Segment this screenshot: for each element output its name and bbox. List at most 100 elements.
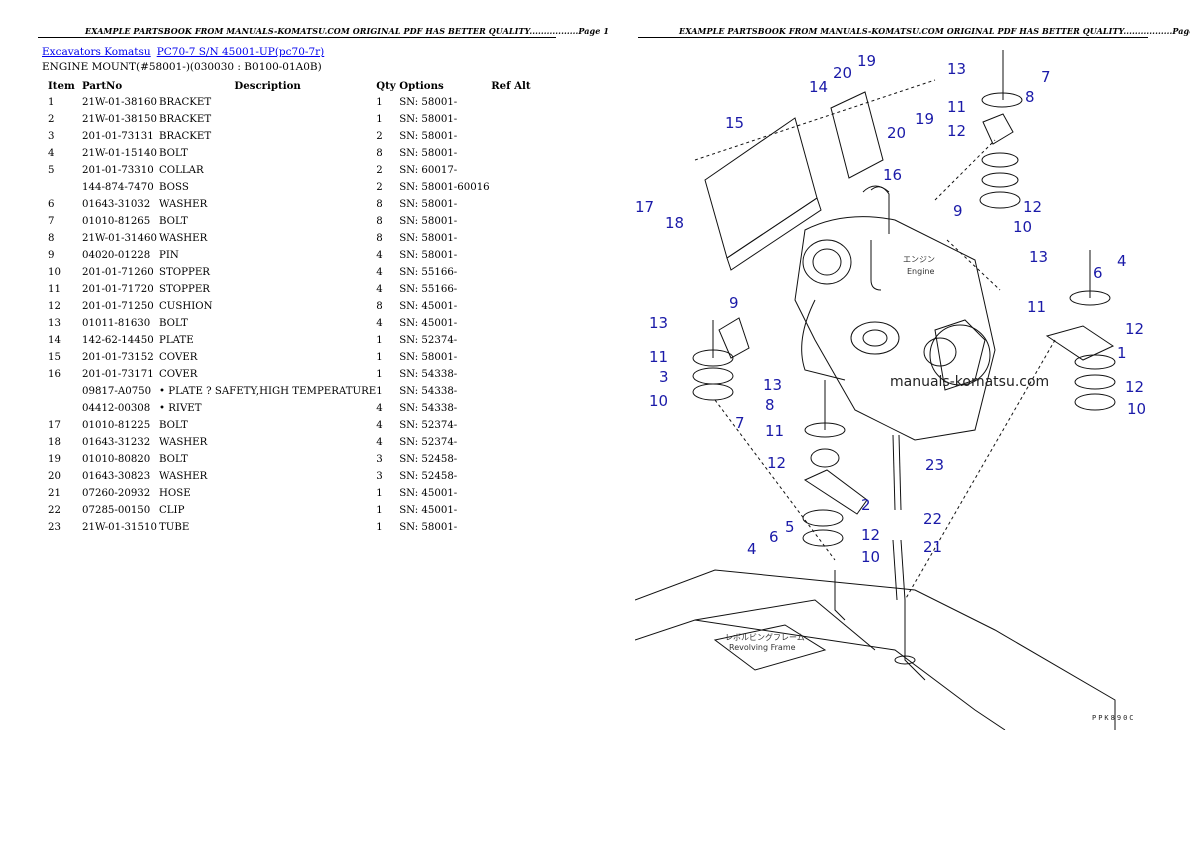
callout-12: 12 (1125, 378, 1144, 396)
engine-label: Engine (907, 267, 934, 276)
cell-description: BOLT (159, 318, 188, 329)
section-title: ENGINE MOUNT(#58001-)(030030 : B0100-01A… (42, 61, 322, 73)
cell-refalt (491, 145, 551, 162)
callout-17: 17 (635, 198, 654, 216)
callout-16: 16 (883, 166, 902, 184)
table-row: 09817-A0750• PLATE ? SAFETY,HIGH TEMPERA… (44, 383, 551, 400)
cell-partno: 201-01-71720 (82, 284, 154, 295)
cell-refalt (491, 281, 551, 298)
cell-description: TUBE (159, 522, 190, 533)
cell-refalt (491, 485, 551, 502)
cell-item: 9 (48, 250, 55, 261)
cell-partno: 01643-31032 (82, 199, 151, 210)
page-header: EXAMPLE PARTSBOOK FROM MANUALS-KOMATSU.C… (85, 26, 609, 36)
cell-qty: 2 (376, 165, 383, 176)
callout-22: 22 (923, 510, 942, 528)
diagram-linework (635, 50, 1116, 730)
cell-qty: 1 (376, 522, 383, 533)
callout-9: 9 (729, 294, 739, 312)
col-qty-header: Qty (376, 79, 396, 92)
callout-12: 12 (1125, 320, 1144, 338)
cell-partno: 201-01-73171 (82, 369, 154, 380)
cell-options: SN: 45001- (399, 488, 458, 499)
cell-description: BRACKET (159, 114, 212, 125)
callout-18: 18 (665, 214, 684, 232)
cell-options: SN: 58001- (399, 250, 458, 261)
cell-options: SN: 58001-60016 (399, 182, 490, 193)
cell-qty: 8 (376, 216, 383, 227)
cell-item: 1 (48, 97, 55, 108)
cell-description: • PLATE ? SAFETY,HIGH TEMPERATURE (159, 386, 377, 397)
cell-refalt (491, 400, 551, 417)
cell-qty: 1 (376, 335, 383, 346)
cell-refalt (491, 179, 551, 196)
page-header: EXAMPLE PARTSBOOK FROM MANUALS-KOMATSU.C… (679, 26, 1190, 36)
cell-options: SN: 58001- (399, 352, 458, 363)
cell-refalt (491, 128, 551, 145)
callout-12: 12 (947, 122, 966, 140)
cell-refalt (491, 417, 551, 434)
cell-refalt (491, 502, 551, 519)
cell-options: SN: 58001- (399, 216, 458, 227)
callout-layer: 1234456677889910101010111111111212121212… (635, 52, 1146, 566)
cell-qty: 1 (376, 352, 383, 363)
callout-19: 19 (857, 52, 876, 70)
cell-refalt (491, 315, 551, 332)
cell-qty: 1 (376, 505, 383, 516)
cell-qty: 4 (376, 403, 383, 414)
cell-qty: 4 (376, 250, 383, 261)
cell-qty: 1 (376, 369, 383, 380)
cell-item: 10 (48, 267, 61, 278)
frame-label-jp: レボルビングフレーム (725, 632, 805, 642)
cell-partno: 21W-01-31460 (82, 233, 157, 244)
cell-partno: 01010-81265 (82, 216, 151, 227)
callout-6: 6 (1093, 264, 1103, 282)
cell-partno: 21W-01-38150 (82, 114, 157, 125)
cell-partno: 21W-01-38160 (82, 97, 157, 108)
cell-item: 2 (48, 114, 55, 125)
cell-qty: 3 (376, 471, 383, 482)
diagram-page: EXAMPLE PARTSBOOK FROM MANUALS-KOMATSU.C… (595, 0, 1190, 842)
breadcrumb-link-model[interactable]: PC70-7 S/N 45001-UP(pc70-7r) (156, 46, 325, 58)
cell-item (44, 383, 82, 400)
cell-refalt (491, 366, 551, 383)
cell-options: SN: 60017- (399, 165, 458, 176)
cell-options: SN: 52374- (399, 437, 458, 448)
cell-item: 16 (48, 369, 61, 380)
callout-11: 11 (649, 348, 668, 366)
cell-description: BOLT (159, 420, 188, 431)
cell-refalt (491, 111, 551, 128)
cell-partno: 07260-20932 (82, 488, 151, 499)
cell-item: 6 (48, 199, 55, 210)
callout-20: 20 (833, 64, 852, 82)
breadcrumb: Excavators Komatsu PC70-7 S/N 45001-UP(pc… (42, 46, 324, 58)
cell-qty: 4 (376, 420, 383, 431)
breadcrumb-link-excavators[interactable]: Excavators Komatsu (42, 46, 151, 58)
cell-refalt (491, 349, 551, 366)
callout-10: 10 (861, 548, 880, 566)
cell-item: 13 (48, 318, 61, 329)
callout-6: 6 (769, 528, 779, 546)
cell-description: COLLAR (159, 165, 204, 176)
callout-13: 13 (763, 376, 782, 394)
cell-item (44, 400, 82, 417)
cell-description: PLATE (159, 335, 194, 346)
parts-table: Item PartNo Description Qty Options Ref … (44, 77, 551, 536)
callout-2: 2 (861, 496, 871, 514)
cell-partno: 21W-01-31510 (82, 522, 157, 533)
cell-refalt (491, 468, 551, 485)
callout-8: 8 (765, 396, 775, 414)
callout-14: 14 (809, 78, 828, 96)
callout-3: 3 (659, 368, 669, 386)
cell-partno: 201-01-73310 (82, 165, 154, 176)
col-refalt-header: Ref Alt (491, 79, 531, 92)
cell-partno: 01010-80820 (82, 454, 151, 465)
cell-partno: 01010-81225 (82, 420, 151, 431)
